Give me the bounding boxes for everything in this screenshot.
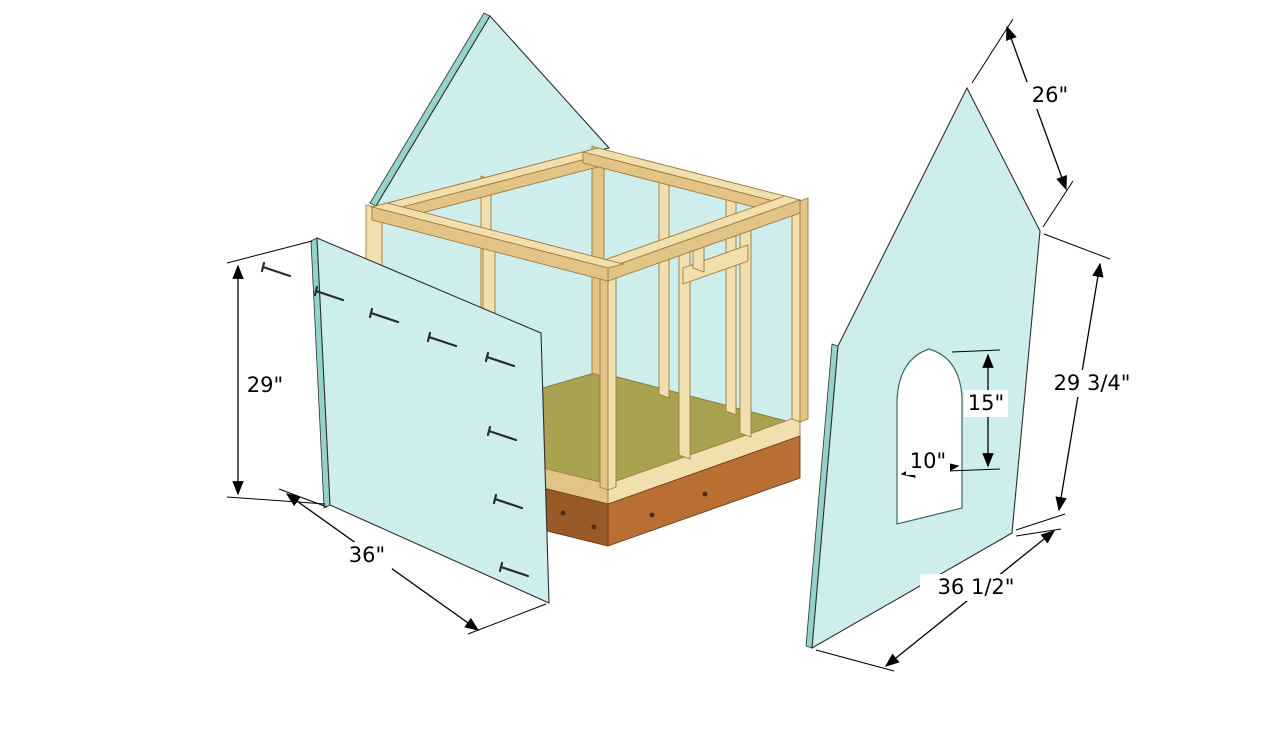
dimension-29: 29" [226,240,326,505]
door-header [682,244,749,285]
corner-post-front-face-a [599,264,609,491]
extension-line [467,603,547,635]
dimension-label-36: 36" [349,543,385,567]
stud-back-right-wall-1 [658,165,670,399]
dimension-label-10: 10" [910,449,946,473]
dimension-26: 26" [971,18,1074,228]
screw-icon [486,425,518,442]
corner-post-right-face-b [799,197,809,423]
label-background [242,372,288,399]
screw-icon [484,351,516,368]
screw-icon [492,493,524,510]
label-background [342,542,392,569]
top-plate-front-left-outer [371,206,609,282]
dimension-label-29-3-4: 29 3/4" [1054,371,1131,395]
extension-line [971,18,1014,84]
dimension-label-36-1-2: 36 1/2" [938,575,1015,599]
dimension-15: 15" [947,349,1008,472]
dimension-label-29: 29" [247,373,283,397]
dimension-36: 36" [278,488,547,635]
label-background [1044,370,1140,397]
front-panel [805,86,1041,650]
extension-line [1043,233,1111,260]
base-screw-dot [591,524,597,530]
extension-line [278,488,328,508]
extension-line [815,649,895,672]
corner-post-front-face-b [607,264,617,491]
base-screw-dot [649,512,655,518]
base-screw-dot [702,491,708,497]
label-background [920,574,1032,601]
screw-icon [426,331,458,348]
extension-line [1042,180,1074,228]
corner-post-right-face-a [791,197,801,423]
extension-line [951,349,1001,353]
screw-icon [260,261,292,278]
label-background [1026,82,1074,109]
screw-icon [498,561,530,578]
label-background [964,390,1008,417]
side-panel-screws [260,261,530,578]
dimension-36-1-2: 36 1/2" [815,528,1062,672]
screw-icon [368,307,400,324]
label-background [906,448,950,475]
base-screw-dot [560,510,566,516]
dimension-label-15: 15" [968,391,1004,415]
dimension-10: 10" [900,448,960,478]
front-door-opening [896,348,963,525]
extension-line [1015,513,1066,531]
base-right-face [607,435,801,547]
dimension-29-3-4: 29 3/4" [1015,233,1140,531]
extension-line [226,240,313,264]
dimension-label-26: 26" [1032,83,1068,107]
extension-line [1015,528,1062,537]
screw-icon [313,285,345,302]
